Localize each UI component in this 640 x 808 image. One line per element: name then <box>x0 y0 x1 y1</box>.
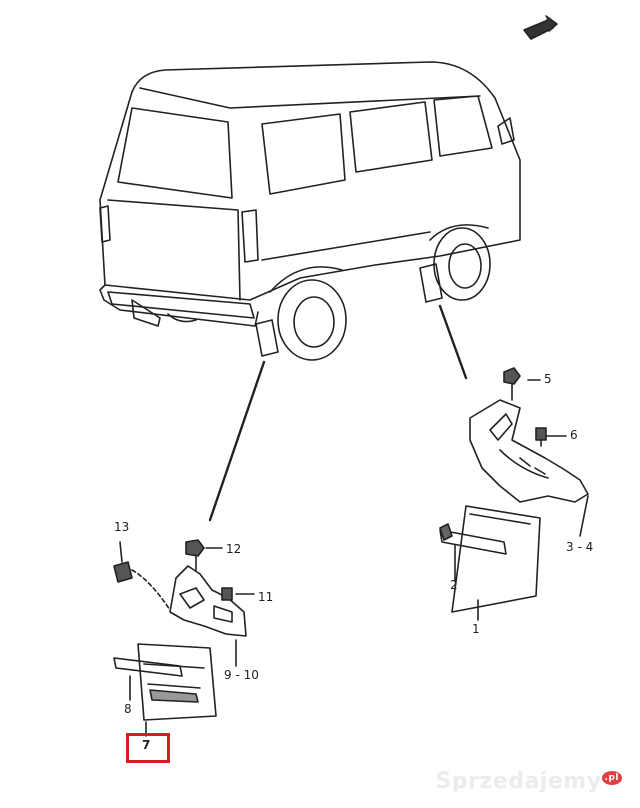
highlighted-part-box <box>126 733 170 763</box>
rear-mudflap-assembly <box>113 539 255 737</box>
callout-2: 2 <box>450 578 458 592</box>
callout-12: 12 <box>226 542 242 556</box>
watermark-suffix: .pl <box>601 770 622 785</box>
callout-1: 1 <box>472 622 480 636</box>
screw-6-icon <box>535 427 547 447</box>
screw-11-icon <box>221 587 233 601</box>
callout-6: 6 <box>570 428 578 442</box>
callout-13: 13 <box>114 520 130 534</box>
watermark: Sprzedajemy.pl <box>436 769 622 794</box>
callout-3-4: 3 - 4 <box>566 540 594 554</box>
van-body <box>99 61 521 361</box>
callout-8: 8 <box>124 702 132 716</box>
nut-12-icon <box>185 539 205 571</box>
callout-7: 7 <box>142 738 151 752</box>
callout-9-10: 9 - 10 <box>224 668 259 682</box>
front-mudflap-assembly <box>439 367 589 621</box>
bolt-5-icon <box>503 367 521 401</box>
clip-13-icon <box>113 541 171 611</box>
callout-11: 11 <box>258 590 274 604</box>
direction-arrow-icon <box>523 15 558 40</box>
callout-5: 5 <box>544 372 552 386</box>
leader-lines <box>208 304 468 522</box>
watermark-text: Sprzedajemy <box>435 769 602 794</box>
